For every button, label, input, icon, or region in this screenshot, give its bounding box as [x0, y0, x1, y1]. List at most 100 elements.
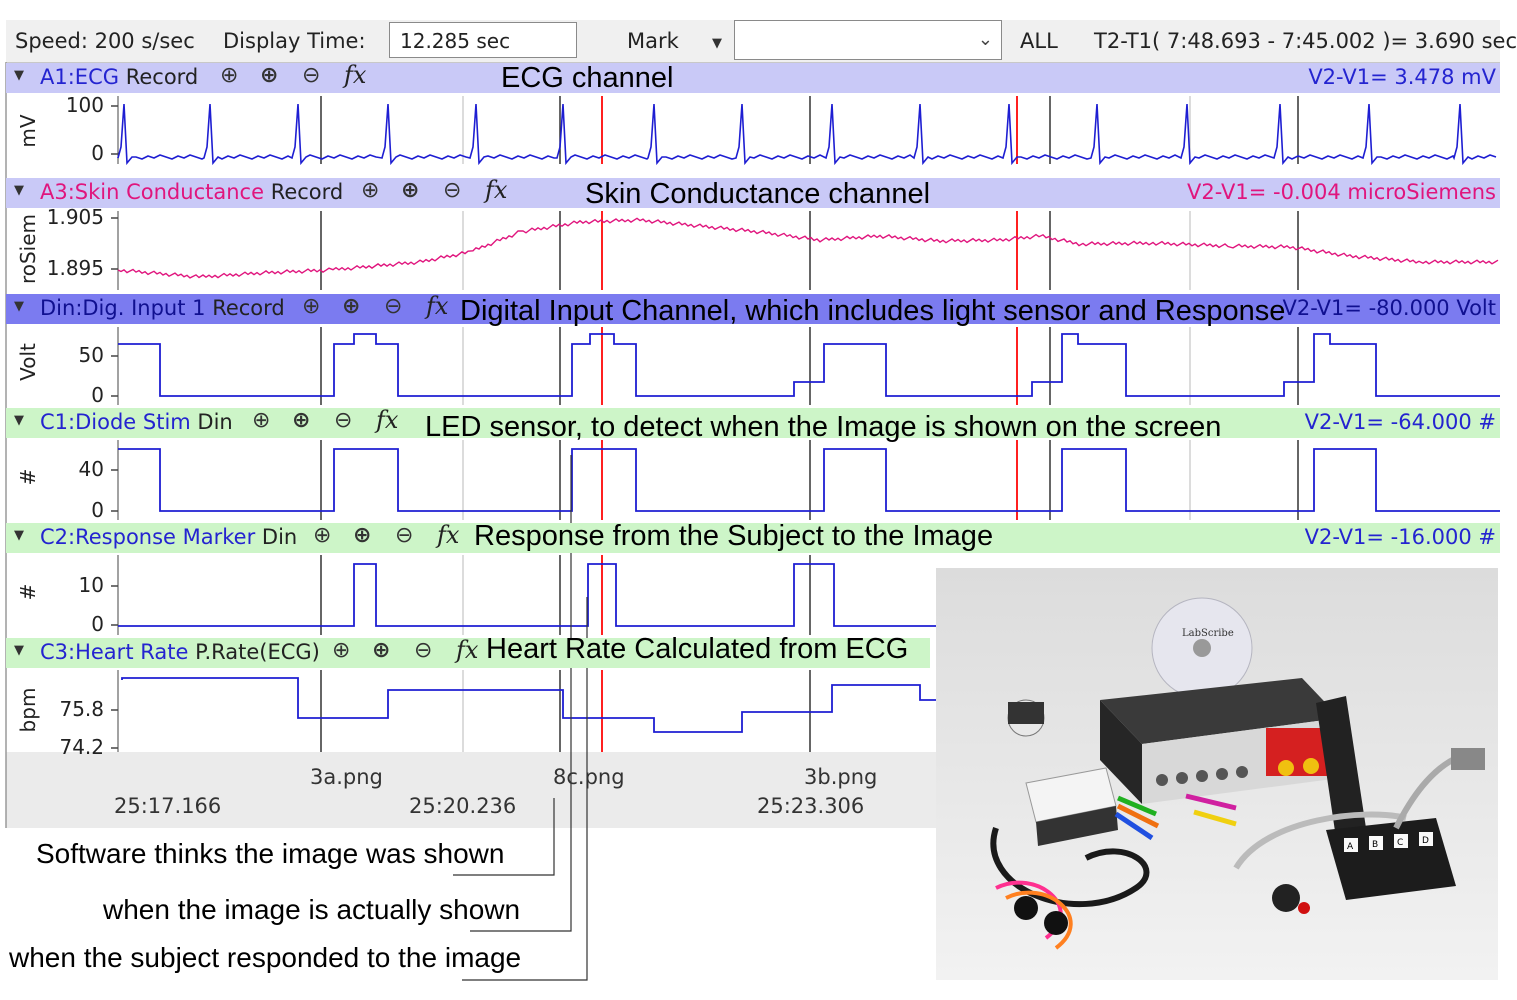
zoom-in-icon[interactable]: ⊕ — [220, 63, 239, 88]
channel-collapse-icon[interactable]: ▼ — [14, 528, 24, 543]
channel-name: A1:ECG Record — [40, 65, 199, 89]
channel-name: C1:Diode Stim Din — [40, 410, 233, 434]
channel-name: Din:Dig. Input 1 Record — [40, 296, 285, 320]
zoom-out-icon[interactable]: ⊖ — [384, 294, 403, 319]
channel-annotation-4: LED sensor, to detect when the Image is … — [425, 411, 1222, 443]
zoom-in-icon[interactable]: ⊕ — [302, 294, 321, 319]
pointer-software-shown — [453, 798, 555, 876]
channel-collapse-icon[interactable]: ▼ — [14, 413, 24, 428]
mark-label-3a: 3a.png — [310, 765, 383, 789]
zoom-in-icon[interactable]: ⊕ — [252, 408, 271, 433]
display-time-label: Display Time: — [223, 29, 366, 53]
channel-annotation-5: Response from the Subject to the Image — [474, 520, 994, 552]
y-tick-label: 0 — [91, 498, 104, 522]
function-icon[interactable]: fx — [376, 406, 399, 434]
channel-header-5[interactable]: ▼ C2:Response Marker Din ⊕ ⊕ ⊖ fx V2-V1= -16.0… — [6, 521, 1500, 553]
v2-v1-readout: V2-V1= -0.004 microSiemens — [1186, 180, 1496, 204]
zoom-out-icon[interactable]: ⊖ — [443, 178, 462, 203]
traces — [111, 96, 1500, 752]
heart-rate-trace — [121, 677, 936, 733]
all-label[interactable]: ALL — [1020, 29, 1058, 53]
hardware-photo: LabScribe — [936, 568, 1498, 980]
y-tick-label: 100 — [65, 93, 104, 117]
note-actual-shown: when the image is actually shown — [103, 894, 521, 925]
channel-annotation-3: Digital Input Channel, which includes li… — [460, 295, 1286, 327]
zoom-fit-icon[interactable]: ⊕ — [353, 523, 372, 548]
zoom-fit-icon[interactable]: ⊕ — [342, 294, 361, 319]
zoom-out-icon[interactable]: ⊖ — [414, 638, 433, 663]
pointer-subject-response — [462, 597, 588, 981]
zoom-fit-icon[interactable]: ⊕ — [292, 408, 311, 433]
mark-label: Mark — [627, 29, 679, 53]
channel-name: C2:Response Marker Din — [40, 525, 298, 549]
pointer-actual-shown — [470, 455, 572, 932]
channel-collapse-icon[interactable]: ▼ — [14, 299, 24, 314]
channel-name: A3:Skin Conductance Record — [40, 180, 344, 204]
channel-name: C3:Heart Rate P.Rate(ECG) — [40, 640, 320, 664]
v2-v1-readout: V2-V1= -64.000 # — [1304, 410, 1496, 434]
channel-header-3[interactable]: ▼ Din:Dig. Input 1 Record ⊕ ⊕ ⊖ fx V2-V1= -80.… — [6, 292, 1500, 324]
zoom-out-icon[interactable]: ⊖ — [334, 408, 353, 433]
channel-collapse-icon[interactable]: ▼ — [14, 183, 24, 198]
y-tick-label: 0 — [91, 612, 104, 636]
ecg-trace — [117, 103, 1497, 166]
mark-label-3b: 3b.png — [804, 765, 878, 789]
t2-t1-readout: T2-T1( 7:48.693 - 7:45.002 )= 3.690 sec — [1094, 29, 1517, 53]
key-b: B — [1372, 840, 1378, 850]
function-icon[interactable]: fx — [456, 636, 479, 664]
y-tick-label: 50 — [78, 343, 104, 367]
channel-annotation-6: Heart Rate Calculated from ECG — [486, 633, 909, 665]
skin-conductance-trace — [117, 217, 1499, 279]
channel-header-6[interactable]: ▼ C3:Heart Rate P.Rate(ECG) ⊕ ⊕ ⊖ fx — [6, 636, 930, 668]
y-tick-label: 74.2 — [59, 735, 104, 759]
key-c: C — [1397, 838, 1403, 848]
zoom-in-icon[interactable]: ⊕ — [361, 178, 380, 203]
time-label-3: 25:23.306 — [757, 794, 865, 818]
zoom-fit-icon[interactable]: ⊕ — [372, 638, 391, 663]
mark-dropdown[interactable]: ⌄ — [734, 20, 1002, 60]
function-icon[interactable]: fx — [485, 176, 508, 204]
channel-header-1[interactable]: ▼ A1:ECG Record ⊕ ⊕ ⊖ fx V2-V1= 3.478 mV — [6, 61, 1500, 93]
time-label-1: 25:17.166 — [114, 794, 222, 818]
chevron-down-icon: ⌄ — [977, 29, 993, 49]
speed-label: Speed: 200 s/sec — [15, 29, 195, 53]
y-tick-label: 0 — [91, 383, 104, 407]
zoom-fit-icon[interactable]: ⊕ — [260, 63, 279, 88]
function-icon[interactable]: fx — [344, 61, 367, 89]
y-tick-label: 40 — [78, 457, 104, 481]
key-a: A — [1347, 842, 1354, 852]
time-label-2: 25:20.236 — [409, 794, 517, 818]
y-tick-label: 0 — [91, 141, 104, 165]
zoom-in-icon[interactable]: ⊕ — [313, 523, 332, 548]
response-marker-trace — [118, 563, 936, 627]
v2-v1-readout: V2-V1= -16.000 # — [1304, 525, 1496, 549]
zoom-fit-icon[interactable]: ⊕ — [401, 178, 420, 203]
v2-v1-readout: V2-V1= -80.000 Volt — [1282, 296, 1496, 320]
channel-header-2[interactable]: ▼ A3:Skin Conductance Record ⊕ ⊕ ⊖ fx V2-V1= -… — [6, 176, 1500, 208]
cd-label: LabScribe — [1182, 628, 1234, 639]
channel-annotation-1: ECG channel — [501, 62, 674, 94]
y-tick-label: 10 — [78, 573, 104, 597]
display-time-input[interactable]: 12.285 sec — [389, 22, 577, 58]
note-subject-response: when the subject responded to the image — [9, 942, 522, 973]
mark-label-8c: 8c.png — [553, 765, 625, 789]
channel-collapse-icon[interactable]: ▼ — [14, 643, 24, 658]
function-icon[interactable]: fx — [426, 292, 449, 320]
digital-input-trace — [118, 333, 1500, 397]
channel-collapse-icon[interactable]: ▼ — [14, 68, 24, 83]
y-tick-label: 1.895 — [46, 256, 104, 280]
key-d: D — [1422, 836, 1429, 846]
zoom-in-icon[interactable]: ⊕ — [332, 638, 351, 663]
mark-menu-arrow-icon[interactable]: ▼ — [712, 36, 722, 51]
zoom-out-icon[interactable]: ⊖ — [302, 63, 321, 88]
channel-header-4[interactable]: ▼ C1:Diode Stim Din ⊕ ⊕ ⊖ fx V2-V1= -64.000 # — [6, 406, 1500, 438]
zoom-out-icon[interactable]: ⊖ — [395, 523, 414, 548]
diode-stim-trace — [118, 448, 1500, 512]
v2-v1-readout: V2-V1= 3.478 mV — [1308, 65, 1496, 89]
function-icon[interactable]: fx — [437, 521, 460, 549]
note-software-shown: Software thinks the image was shown — [36, 838, 505, 869]
channel-annotation-2: Skin Conductance channel — [585, 178, 931, 210]
annotation-pointers — [453, 455, 588, 981]
